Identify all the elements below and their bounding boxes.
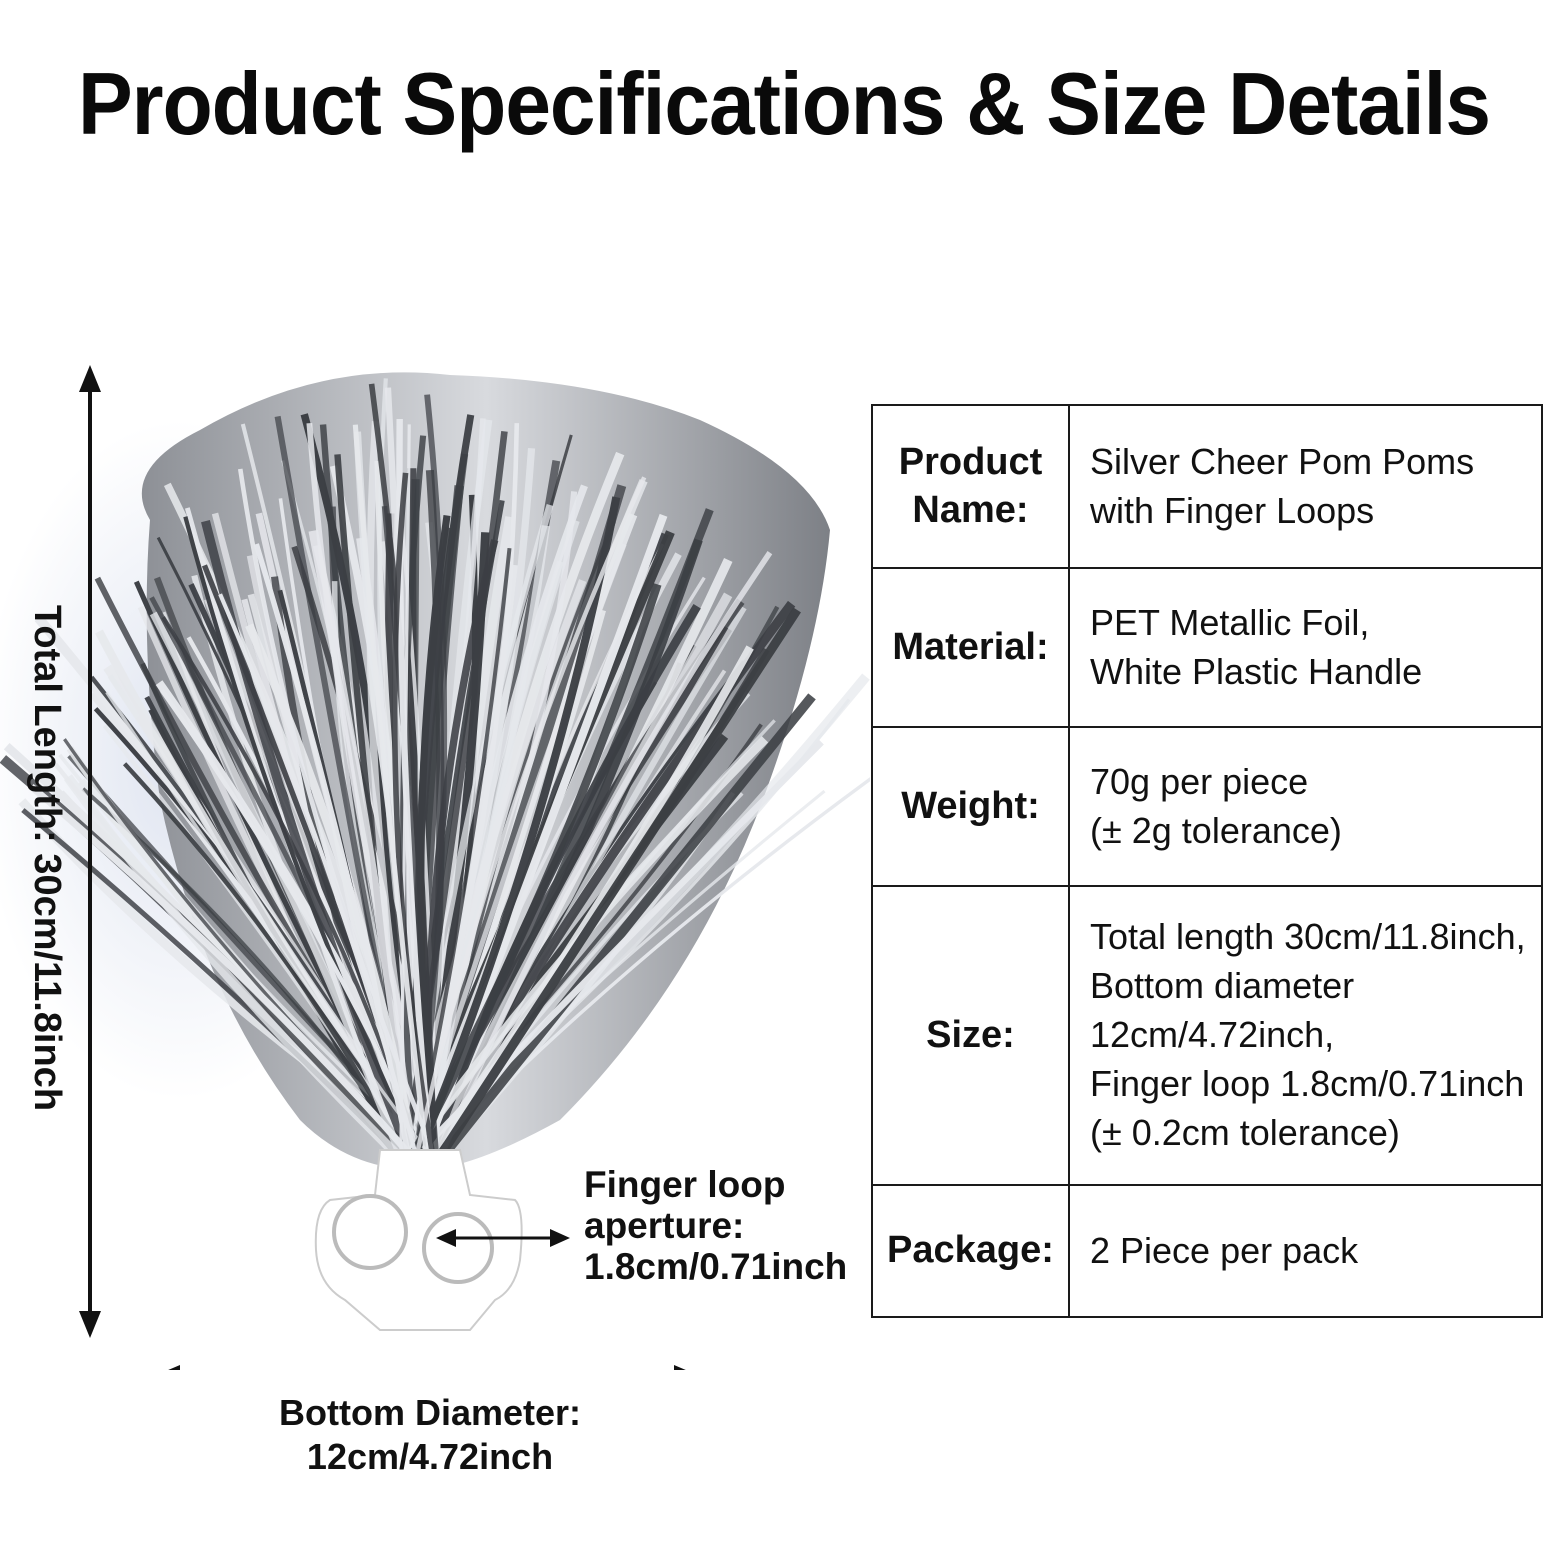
spec-value-line: White Plastic Handle xyxy=(1090,650,1423,692)
foil-strand xyxy=(411,496,621,1166)
spec-value: Total length 30cm/11.8inch, Bottom diame… xyxy=(1068,885,1543,1186)
spec-value-line: (± 0.2cm tolerance) xyxy=(1090,1111,1400,1153)
foil-strand xyxy=(404,583,662,1166)
total-length-label: Total Length: 30cm/11.8inch xyxy=(25,604,68,1112)
finger-loop-line-2: aperture: xyxy=(584,1204,745,1246)
spec-row-product-name: Product Name: Silver Cheer Pom Poms with… xyxy=(871,404,1543,569)
spec-value-line: PET Metallic Foil, xyxy=(1090,601,1370,643)
spec-value: 2 Piece per pack xyxy=(1068,1184,1543,1318)
foil-strand xyxy=(183,516,423,1163)
foil-strand xyxy=(352,424,430,1163)
spec-label: Product Name: xyxy=(871,404,1070,569)
spec-row-package: Package: 2 Piece per pack xyxy=(871,1184,1543,1318)
spec-value-line: Finger loop 1.8cm/0.71inch xyxy=(1090,1062,1525,1104)
handle xyxy=(314,1149,523,1331)
spec-value-line: Total length 30cm/11.8inch, xyxy=(1090,916,1526,958)
foil-strand xyxy=(381,505,440,1163)
foil-strand xyxy=(413,476,647,1163)
finger-loop-line-1: Finger loop xyxy=(584,1164,786,1205)
spec-table: Product Name: Silver Cheer Pom Poms with… xyxy=(871,404,1543,1318)
spec-value-line: 2 Piece per pack xyxy=(1090,1229,1359,1271)
spec-value-line: Bottom diameter xyxy=(1090,965,1355,1007)
foil-strand xyxy=(429,484,588,1164)
total-length-arrow xyxy=(79,365,101,1338)
foil-strand xyxy=(432,693,816,1167)
spec-row-material: Material: PET Metallic Foil, White Plast… xyxy=(871,567,1543,728)
finger-loop-line-3: 1.8cm/0.71inch xyxy=(584,1245,848,1287)
spec-value-line: Silver Cheer Pom Poms xyxy=(1090,440,1475,482)
bottom-diameter-line-1: Bottom Diameter: xyxy=(278,1392,582,1433)
foil-strand xyxy=(63,774,410,1167)
finger-loop-arrow xyxy=(436,1229,570,1247)
bottom-diameter-label: Bottom Diameter: 12cm/4.72inch xyxy=(190,1394,670,1482)
spec-row-weight: Weight: 70g per piece (± 2g tolerance) xyxy=(871,726,1543,887)
foil-strand xyxy=(29,783,420,1165)
pom-pom-illustration xyxy=(0,365,870,1370)
spec-value-line: 70g per piece xyxy=(1090,760,1309,802)
foil-strand xyxy=(149,611,407,1165)
foil-strand xyxy=(218,593,420,1163)
page-title: Product Specifications & Size Details xyxy=(77,55,1491,154)
spec-value: 70g per piece (± 2g tolerance) xyxy=(1068,726,1543,887)
spec-row-size: Size: Total length 30cm/11.8inch, Bottom… xyxy=(871,885,1543,1186)
foil-strand xyxy=(391,472,437,1164)
finger-loop-label: Finger loop aperture: 1.8cm/0.71inch xyxy=(584,1164,864,1289)
foil-strand xyxy=(245,623,420,1165)
spec-label: Package: xyxy=(871,1184,1070,1318)
spec-label: Material: xyxy=(871,567,1070,728)
spec-value-line: (± 2g tolerance) xyxy=(1090,809,1342,851)
spec-value: PET Metallic Foil, White Plastic Handle xyxy=(1068,567,1543,728)
foil-strand xyxy=(435,551,773,1164)
spec-label: Size: xyxy=(871,885,1070,1186)
foil-strand xyxy=(105,691,436,1163)
foil-strand xyxy=(431,607,801,1167)
foil-strand xyxy=(237,468,440,1164)
spec-label: Weight: xyxy=(871,726,1070,887)
spec-value-line: 12cm/4.72inch, xyxy=(1090,1014,1335,1056)
bottom-diameter-arrow xyxy=(168,1365,686,1370)
spec-value-line: with Finger Loops xyxy=(1090,489,1375,531)
spec-value: Silver Cheer Pom Poms with Finger Loops xyxy=(1068,404,1543,569)
foil-strand xyxy=(420,645,754,1166)
bottom-diameter-line-2: 12cm/4.72inch xyxy=(306,1435,554,1477)
foil-strands xyxy=(0,378,870,1167)
